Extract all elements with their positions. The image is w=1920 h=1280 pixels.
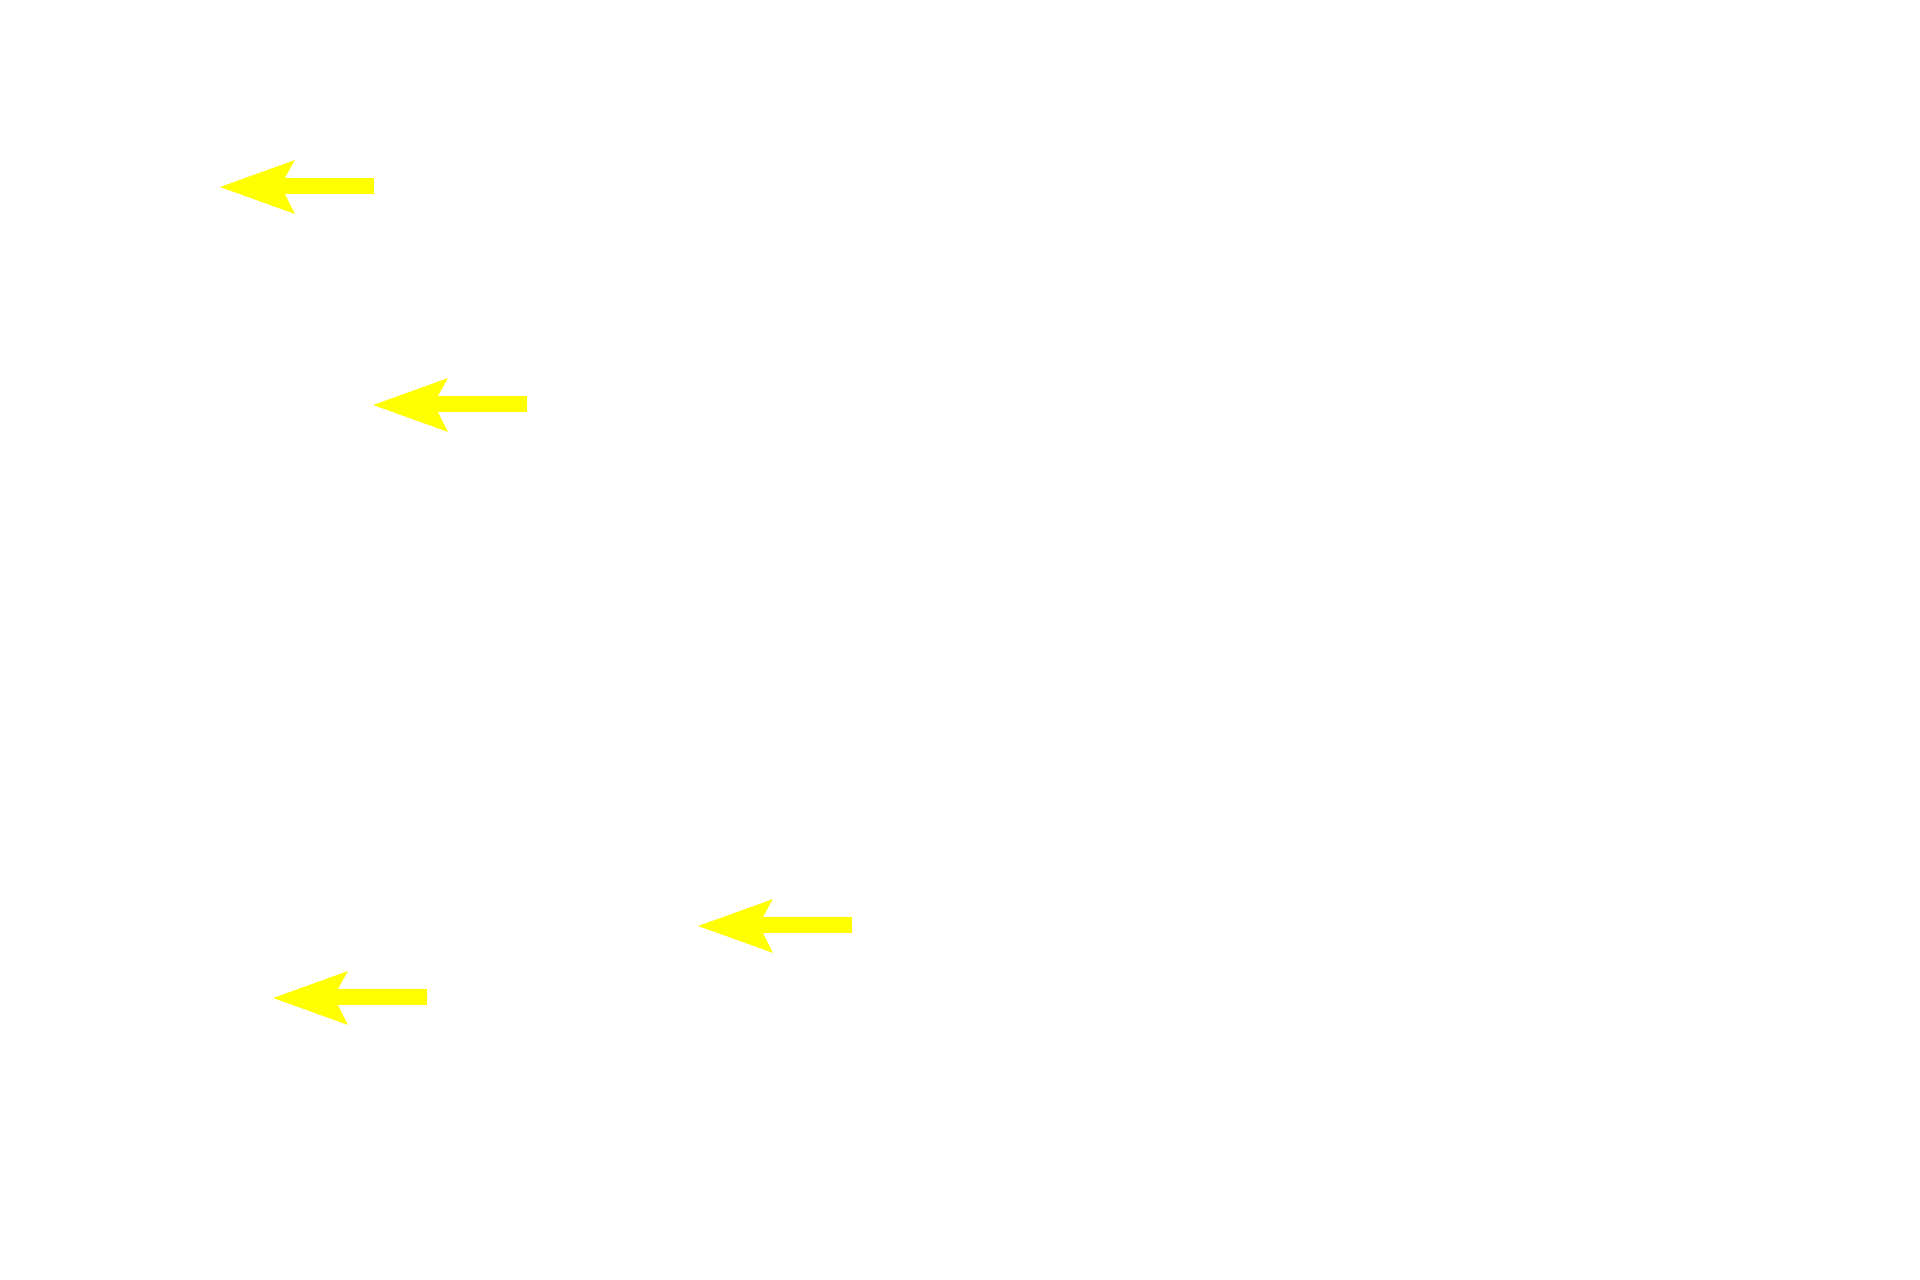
left-arrow-icon bbox=[273, 968, 433, 1028]
left-arrow-icon bbox=[698, 896, 858, 956]
left-arrow-icon bbox=[373, 375, 533, 435]
left-arrow-icon bbox=[220, 157, 380, 217]
